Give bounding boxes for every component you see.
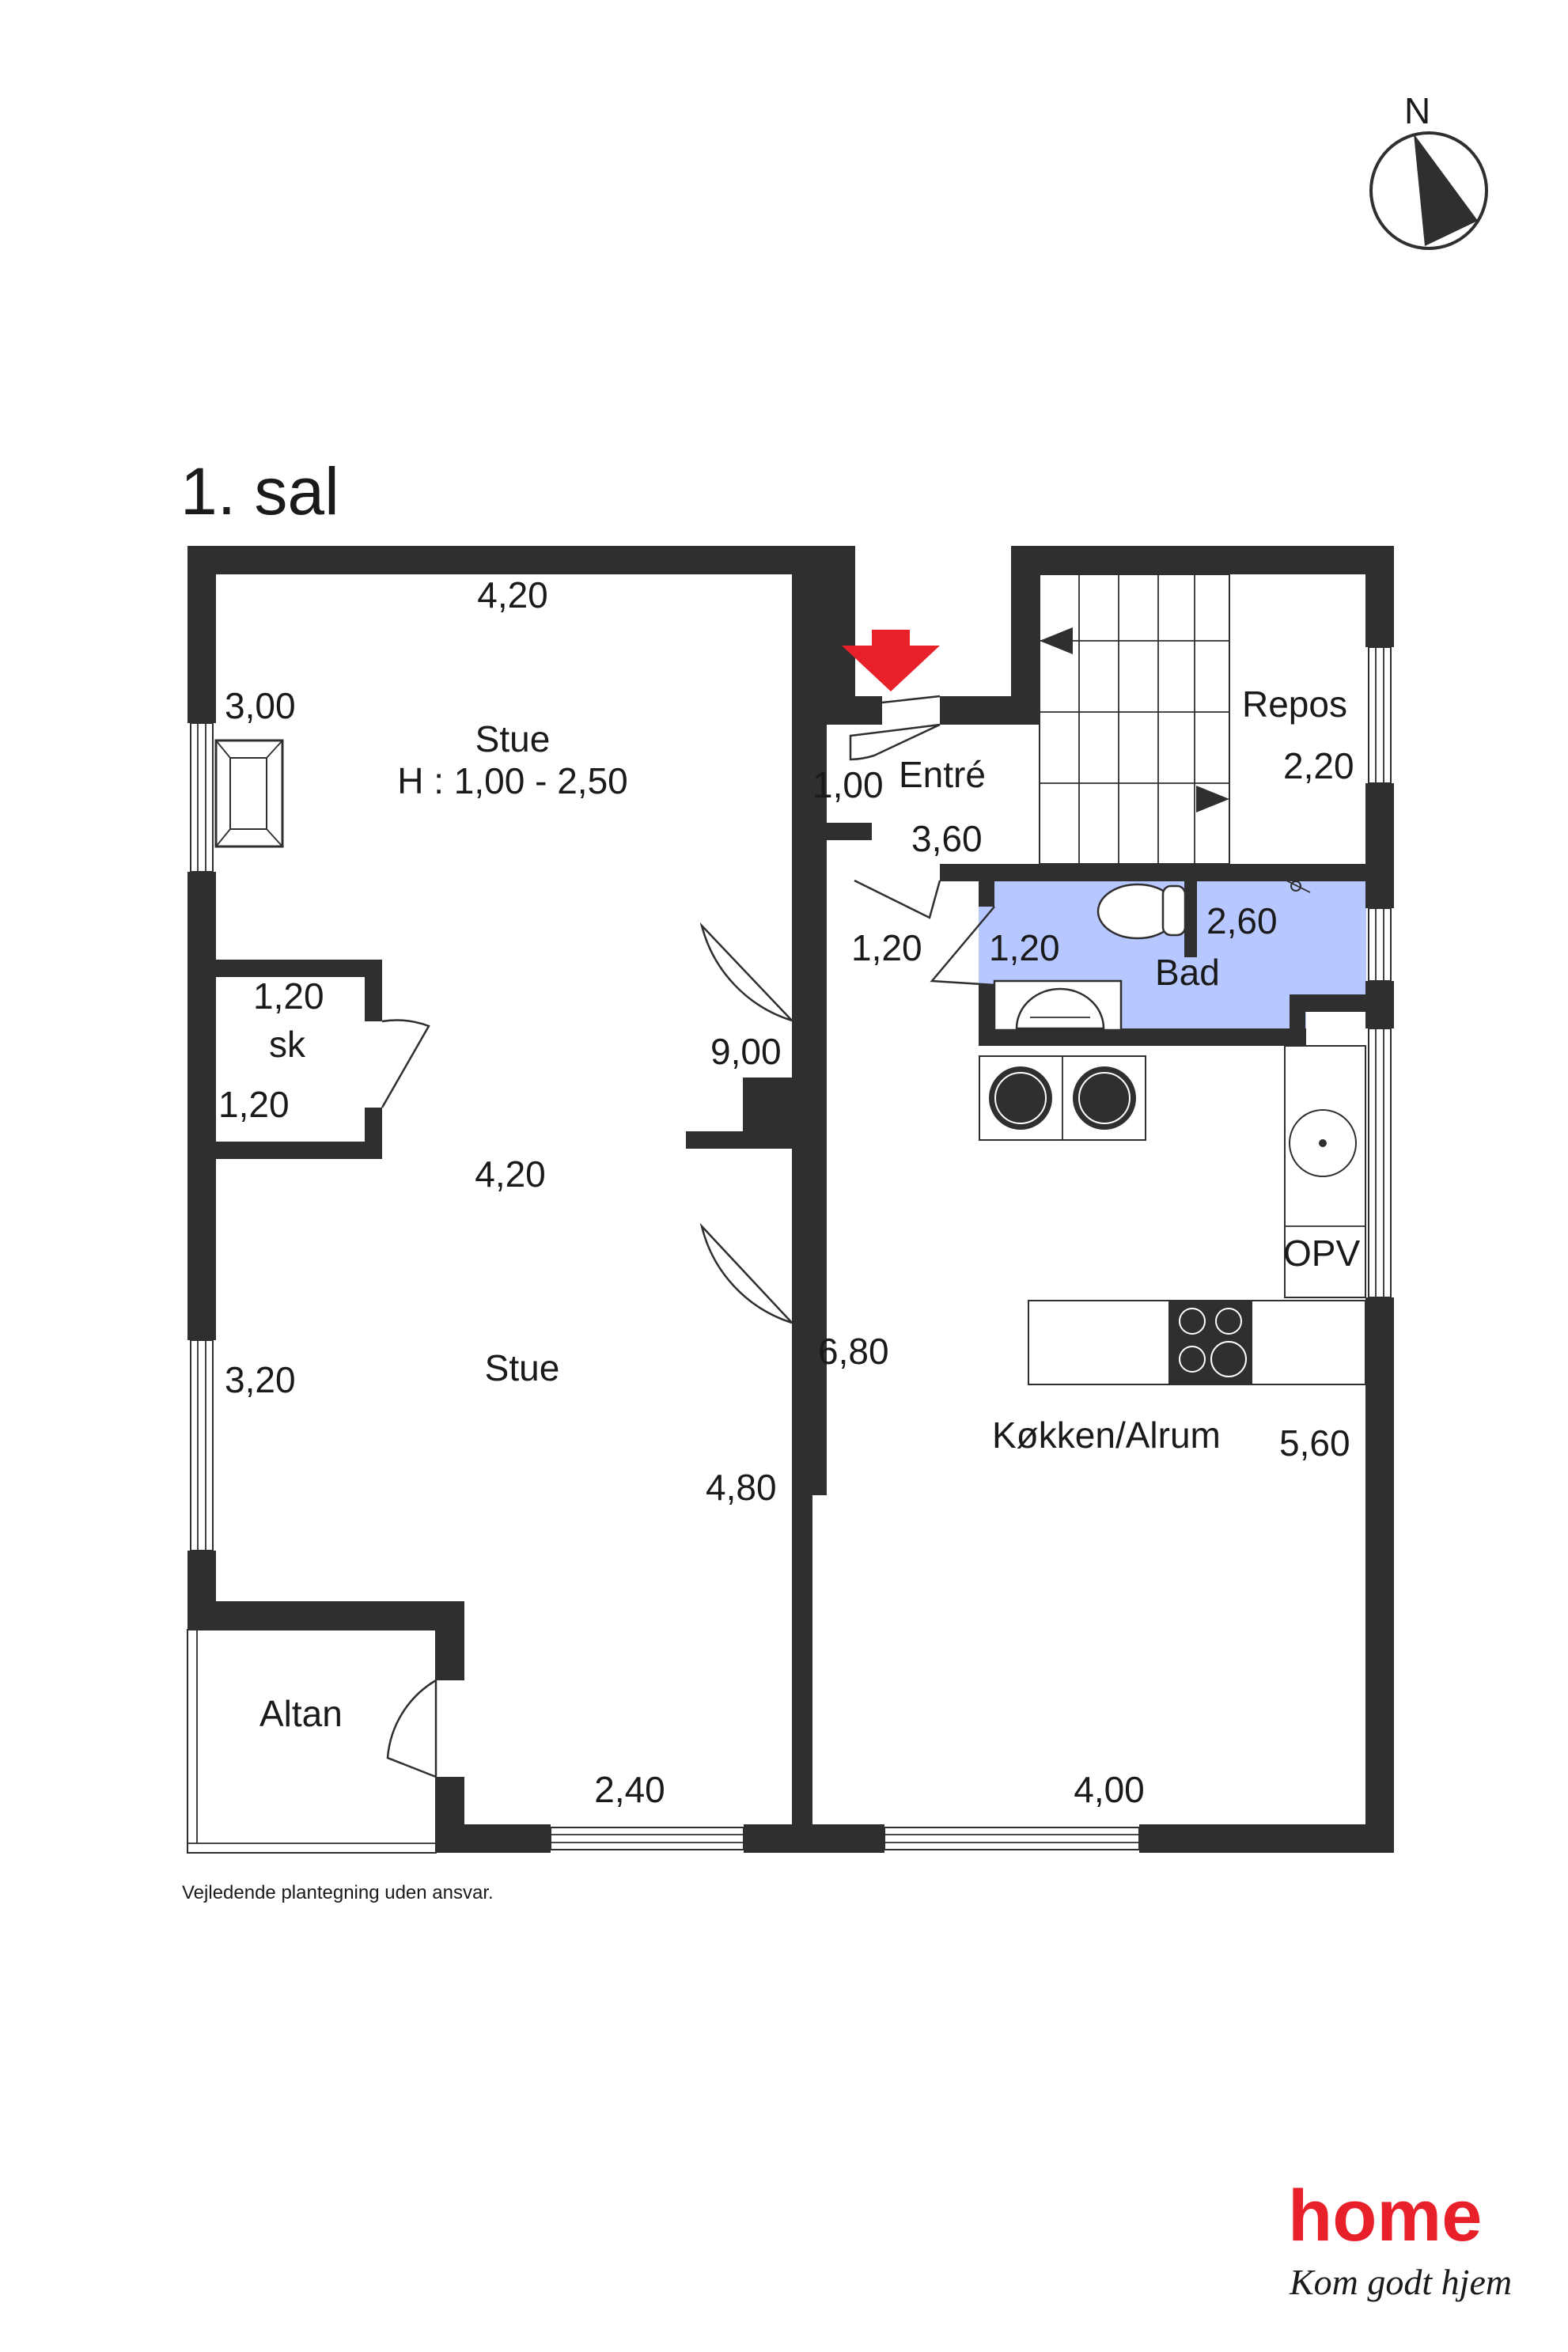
dim-stue-bottom-right: 4,80 — [706, 1467, 777, 1508]
room-kokken: Køkken/Alrum — [992, 1415, 1221, 1456]
dim-kokken-left: 6,80 — [818, 1331, 889, 1372]
disclaimer: Vejledende plantegning uden ansvar. — [182, 1882, 494, 1903]
room-entre: Entré — [899, 754, 986, 795]
dim-bad-length: 2,60 — [1206, 900, 1278, 941]
room-sk: sk — [269, 1024, 306, 1065]
cooktop-icon — [1168, 1301, 1252, 1384]
compass-needle-icon — [1414, 134, 1478, 246]
dim-stue-bottom-left: 3,20 — [225, 1359, 296, 1400]
room-stue-bottom: Stue — [485, 1347, 560, 1388]
toilet-icon — [1096, 883, 1187, 940]
room-bad: Bad — [1155, 952, 1220, 993]
dim-hall-width: 1,20 — [851, 927, 922, 968]
doors — [381, 695, 995, 1778]
entrance-arrow-icon — [842, 630, 940, 691]
dim-entre-width: 1,00 — [812, 764, 884, 805]
room-stue-top: Stue — [475, 718, 551, 759]
dim-stue-top-left: 3,00 — [225, 685, 296, 726]
shower-icon — [1281, 877, 1311, 893]
sink-icon — [993, 979, 1123, 1032]
dim-stue-length: 9,00 — [710, 1031, 782, 1072]
dim-repos-length: 2,20 — [1283, 745, 1354, 786]
dim-stue-bottom-width: 2,40 — [594, 1769, 665, 1810]
dim-sk-top: 1,20 — [253, 975, 324, 1017]
dim-stue-top-width: 4,20 — [477, 574, 548, 615]
logo-slogan: Kom godt hjem — [1289, 2262, 1512, 2302]
room-stue-height-note: H : 1,00 - 2,50 — [397, 760, 628, 801]
room-opv: OPV — [1283, 1233, 1360, 1274]
room-repos: Repos — [1242, 684, 1347, 725]
stair-arrow-up-icon — [1040, 627, 1073, 654]
stair-arrow-down-icon — [1196, 786, 1229, 812]
stairs — [1039, 574, 1230, 865]
windows — [190, 646, 1392, 1850]
interior-walls — [216, 546, 1394, 1853]
north-compass: N — [1369, 90, 1488, 250]
dim-stue-mid-width: 4,20 — [475, 1153, 546, 1195]
dim-kokken-bottom: 4,00 — [1074, 1769, 1145, 1810]
logo-brand: home — [1288, 2176, 1482, 2256]
altan-balcony — [187, 1629, 437, 1854]
kitchen-sink-icon — [1289, 1109, 1357, 1177]
dim-bad-width: 1,20 — [989, 927, 1060, 968]
dim-sk-left: 1,20 — [218, 1084, 290, 1125]
home-logo: home Kom godt hjem — [1288, 2176, 1512, 2302]
compass-label: N — [1404, 90, 1430, 131]
wine-cooler-icon — [979, 1055, 1146, 1141]
fireplace-icon — [214, 739, 284, 848]
dim-entre-length: 3,60 — [911, 818, 983, 859]
dim-kokken-right: 5,60 — [1279, 1422, 1350, 1464]
room-altan: Altan — [259, 1693, 343, 1734]
floor-title: 1. sal — [180, 454, 339, 528]
outer-walls — [187, 546, 1394, 1853]
